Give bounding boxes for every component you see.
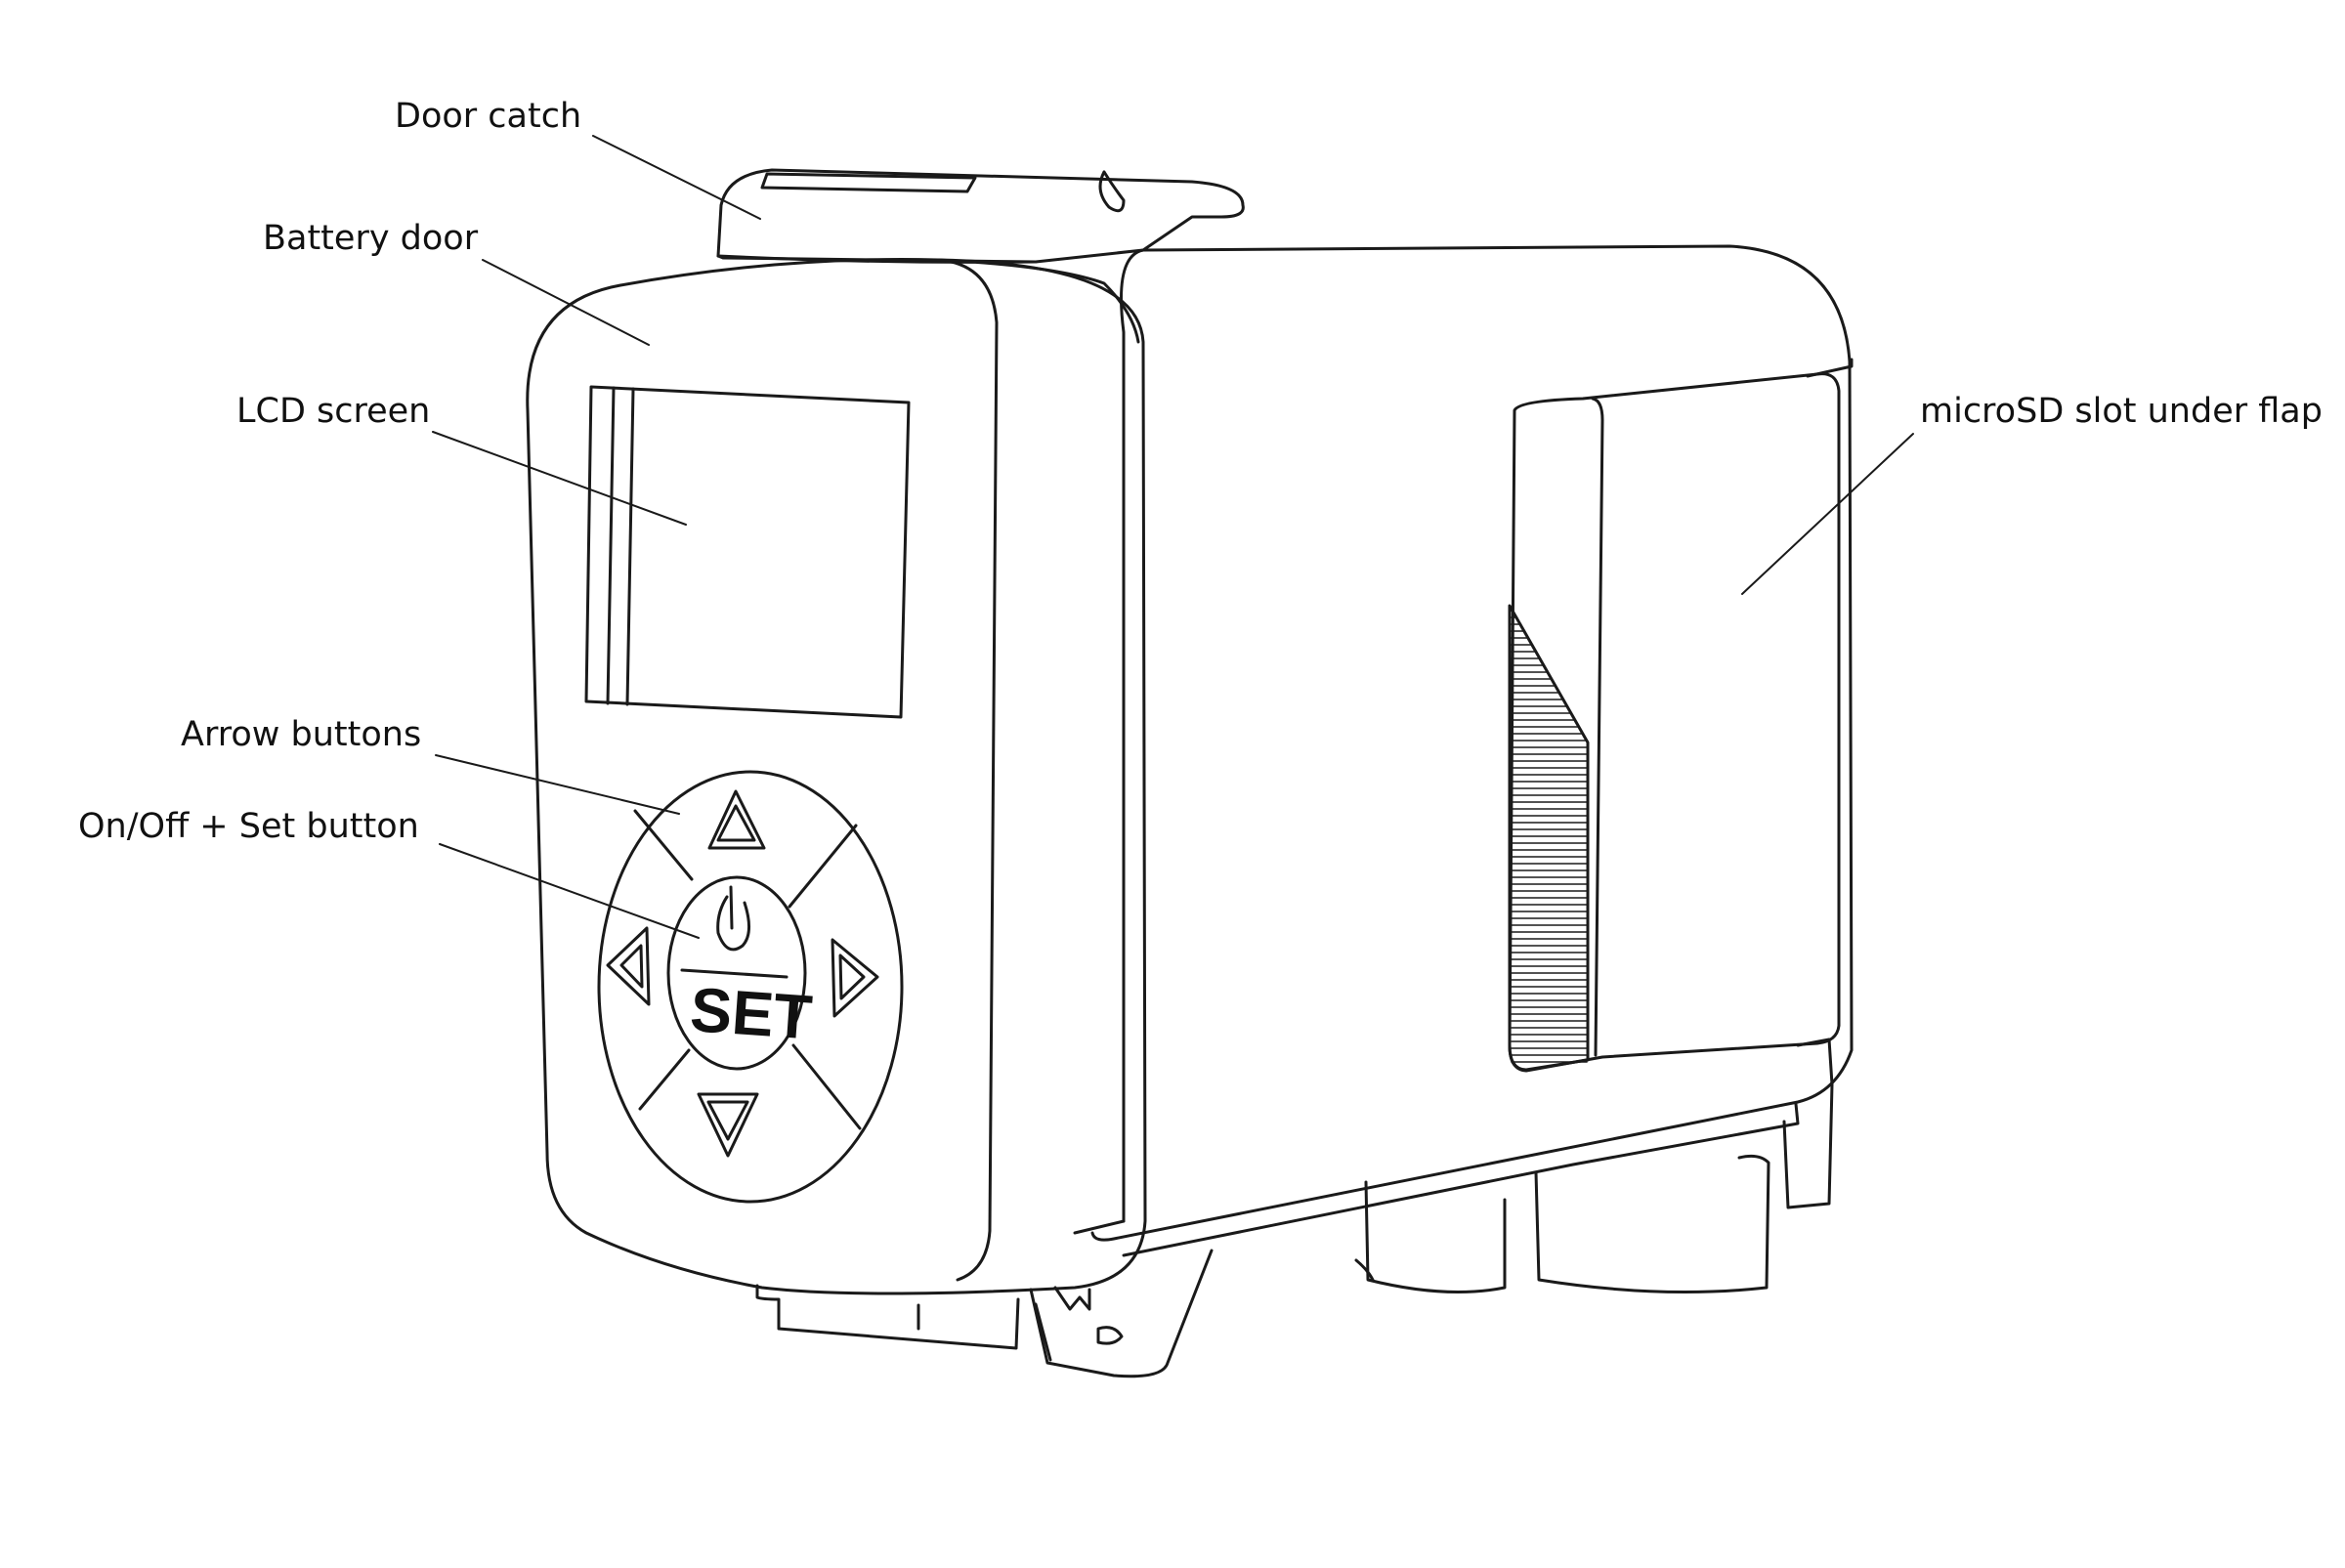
front-foot-right xyxy=(1029,1249,1214,1378)
onoff-set-button xyxy=(666,875,807,1071)
door-catch xyxy=(716,168,1245,264)
leader-microsd xyxy=(1741,433,1914,595)
label-microsd-slot: microSD slot under flap xyxy=(1920,392,2323,431)
grip-outline xyxy=(1508,604,1590,1072)
label-door-catch: Door catch xyxy=(395,97,582,136)
arrow-up-icon xyxy=(707,789,766,850)
flap-top-strip xyxy=(1806,358,1854,378)
set-button-text: SET xyxy=(688,974,814,1053)
bottom-mount xyxy=(1364,1180,1507,1293)
body-bottom-edge xyxy=(1073,1102,1800,1257)
front-foot-left xyxy=(755,1284,1020,1350)
battery-door xyxy=(526,258,1147,1295)
main-body xyxy=(1090,244,1854,1242)
grip-ribs xyxy=(1511,616,1588,1063)
set-underline xyxy=(680,968,789,979)
label-lcd-screen: LCD screen xyxy=(236,392,431,431)
foot-detail xyxy=(917,1286,1124,1362)
bottom-mount-base xyxy=(1354,1258,1375,1282)
label-battery-door: Battery door xyxy=(263,219,479,258)
label-arrow-buttons: Arrow buttons xyxy=(181,715,422,754)
arrow-right-icon xyxy=(831,938,879,1018)
arrow-down-icon xyxy=(697,1092,759,1158)
label-onoff-set-button: On/Off + Set button xyxy=(78,807,419,846)
lcd-bezel-lines xyxy=(606,386,635,706)
rear-post xyxy=(1782,1038,1834,1209)
leader-lines xyxy=(432,135,1914,939)
door-catch-lip xyxy=(716,254,1140,344)
button-pad xyxy=(597,770,904,1204)
lcd-screen xyxy=(584,385,911,719)
leader-onoff xyxy=(439,843,700,939)
front-bezel-inner xyxy=(936,258,999,1282)
leader-door-catch xyxy=(592,135,761,220)
door-catch-slot xyxy=(760,172,977,193)
leader-battery-door xyxy=(482,259,650,346)
microsd-flap-edge xyxy=(1591,397,1604,1057)
bottom-mount-right xyxy=(1534,1154,1770,1293)
button-dividers xyxy=(633,809,862,1130)
leader-arrows xyxy=(435,754,680,815)
arrow-left-icon xyxy=(606,926,651,1006)
door-catch-hook xyxy=(1098,170,1126,213)
power-icon xyxy=(716,885,750,952)
leader-lcd xyxy=(432,431,687,526)
